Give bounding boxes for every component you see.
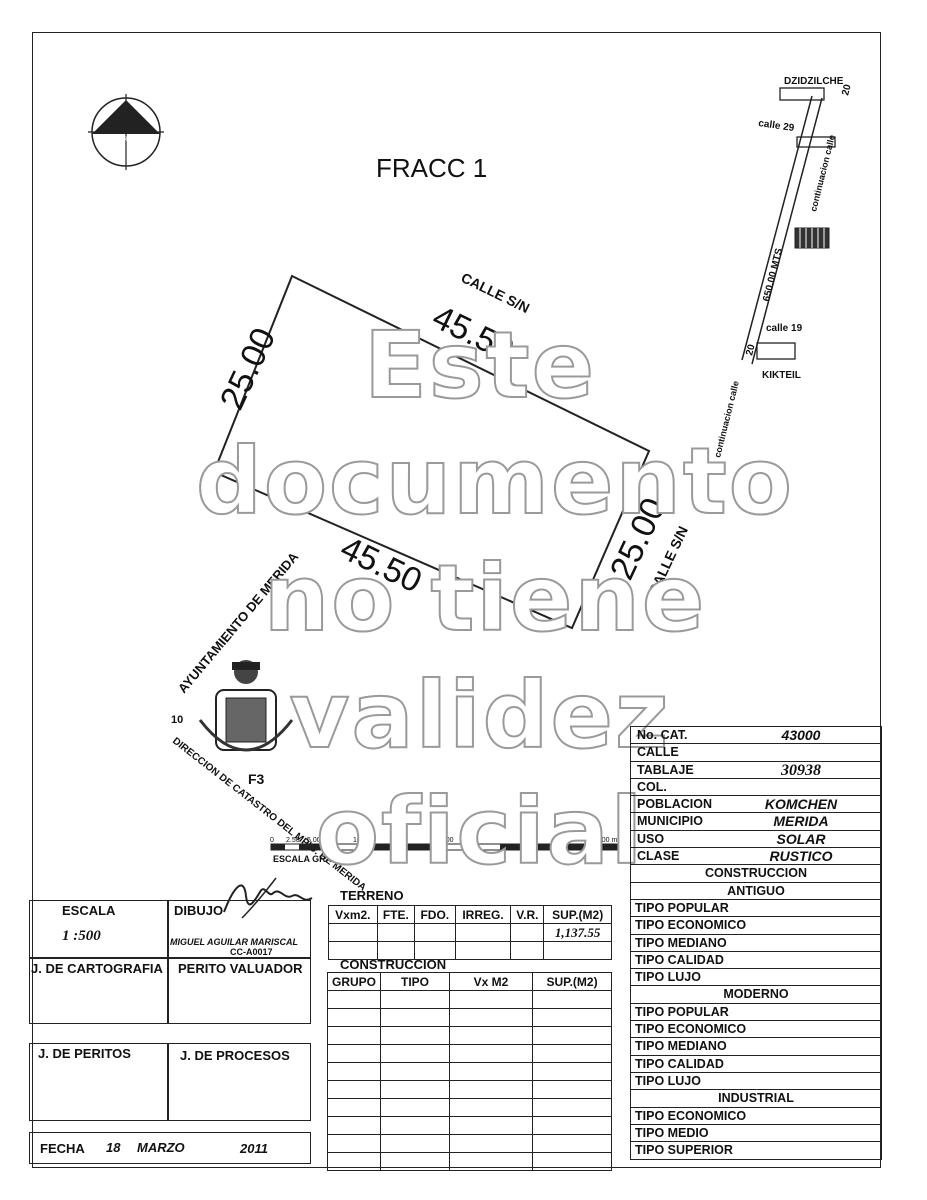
drawer-name: MIGUEL AGUILAR MARISCAL [170,937,298,947]
moderno-item: TIPO MEDIANO [631,1038,881,1056]
street-top-label: CALLE S/N [459,269,532,316]
poblacion-value: KOMCHEN [764,796,838,813]
escala-dibujo-box [29,900,311,958]
scale-tick-3: 10.00 [353,837,371,844]
antiguo-item: TIPO LUJO [631,969,881,987]
seal-left-num: 10 [171,714,183,726]
loc-calle29: calle 29 [758,118,796,134]
municipal-seal-icon [198,660,294,752]
antiguo-item: TIPO POPULAR [631,900,881,918]
industrial-heading: INDUSTRIAL [631,1090,881,1108]
terreno-title: TERRENO [340,888,404,903]
moderno-item: TIPO LUJO [631,1073,881,1091]
municipio-label: MUNICIPIO [637,814,703,829]
clase-value: RUSTICO [769,848,833,865]
uso-value: SOLAR [776,830,826,847]
location-sketch [741,87,836,365]
peritos-box [29,1043,311,1121]
moderno-item: TIPO CALIDAD [631,1056,881,1073]
scale-tick-2: 5.00 [307,837,321,844]
cartografia-label: J. DE CARTOGRAFIA [31,961,163,976]
industrial-item: TIPO SUPERIOR [635,1143,733,1158]
antiguo-heading: ANTIGUO [631,883,881,900]
scale-tick-4: 20.00 [436,837,454,844]
terreno-h-irreg: IRREG. [454,905,512,924]
escala-label: ESCALA [62,903,116,918]
terreno-h-sup: SUP.(M2) [543,905,612,924]
construccion-table-title: CONSTRUCCION [340,957,447,972]
terreno-h-vxm2: Vxm2. [328,905,378,924]
moderno-item: TIPO POPULAR [631,1004,881,1022]
loc-calle19: calle 19 [766,323,803,334]
terreno-h-vr: V.R. [510,905,545,924]
loc-top-num: 20 [840,83,853,97]
seal-code: F3 [248,771,265,787]
north-arrow-icon: NORTE [88,94,164,170]
loc-top-label: DZIDZILCHE [784,76,844,87]
poblacion-label: POBLACION [637,797,712,812]
construccion-table: GRUPO TIPO Vx M2 SUP.(M2) [327,972,612,1171]
scale-tick-1: 2.50 [286,837,300,844]
fecha-day: 18 [106,1140,121,1155]
tablaje-label: TABLAJE [637,762,694,777]
loc-calle19-num: 20 [744,343,757,357]
clase-label: CLASE [637,849,680,864]
escala-value: 1 :500 [62,928,101,944]
watermark-line-2: documento [195,427,795,536]
info-table: No. CAT. 43000 CALLE TABLAJE 30938 COL. PO… [630,726,882,1161]
watermark-line-1: Este [363,311,596,420]
loc-bottom-label: KIKTEIL [762,370,801,381]
signature-icon [223,877,313,919]
watermark-line-5: oficial [315,777,645,886]
procesos-label: J. DE PROCESOS [180,1048,290,1063]
watermark-line-4: validez [289,661,671,770]
moderno-heading: MODERNO [631,986,881,1004]
fecha-box [29,1132,311,1164]
cartografia-box [29,958,311,1024]
uso-label: USO [637,831,665,846]
const-h-sup: SUP.(M2) [532,972,612,991]
fecha-label: FECHA [40,1141,85,1156]
terreno-h-fte: FTE. [376,905,416,924]
antiguo-item: TIPO ECONOMICO [631,917,881,935]
peritos-label: J. DE PERITOS [38,1046,131,1061]
construccion-heading: CONSTRUCCION [631,865,881,883]
industrial-item: TIPO MEDIO [631,1125,881,1143]
antiguo-item: TIPO CALIDAD [631,952,881,970]
cat-label: No. CAT. [637,728,688,742]
loc-cont-top: continuacion calle [808,134,837,213]
terreno-h-fdo: FDO. [414,905,456,924]
const-h-vxm2: Vx M2 [449,972,533,991]
fecha-year: 2011 [240,1141,268,1156]
terreno-sup-value: 1,137.55 [543,923,612,942]
fecha-month: MARZO [137,1140,185,1155]
col-label: COL. [637,779,667,794]
industrial-item: TIPO ECONOMICO [631,1108,881,1125]
moderno-item: TIPO ECONOMICO [631,1021,881,1039]
municipio-value: MERIDA [773,813,829,830]
fracc-title: FRACC 1 [376,153,487,183]
tablaje-value: 30938 [781,761,821,779]
watermark-line-3: no tiene [263,544,707,653]
calle-label: CALLE [637,745,679,760]
terreno-table: Vxm2. FTE. FDO. IRREG. V.R. SUP.(M2) 1,1… [328,905,612,960]
scale-tick-5: 40.00 mts [592,837,623,844]
north-label: NORTE [114,137,135,143]
dim-left: 25.00 [213,322,283,415]
antiguo-item: TIPO MEDIANO [631,935,881,952]
lot-outline [212,274,651,630]
scale-bar [270,843,622,851]
dibujo-label: DIBUJO [174,903,224,918]
const-h-tipo: TIPO [380,972,450,991]
perito-label: PERITO VALUADOR [178,961,303,976]
seal-right-num: 12 [326,707,338,719]
scale-label: ESCALA GRAFICA [273,854,354,864]
cat-value: 43000 [781,727,821,743]
scale-tick-0: 0 [270,837,274,844]
drawer-code: CC-A0017 [230,947,273,957]
const-h-grupo: GRUPO [327,972,381,991]
